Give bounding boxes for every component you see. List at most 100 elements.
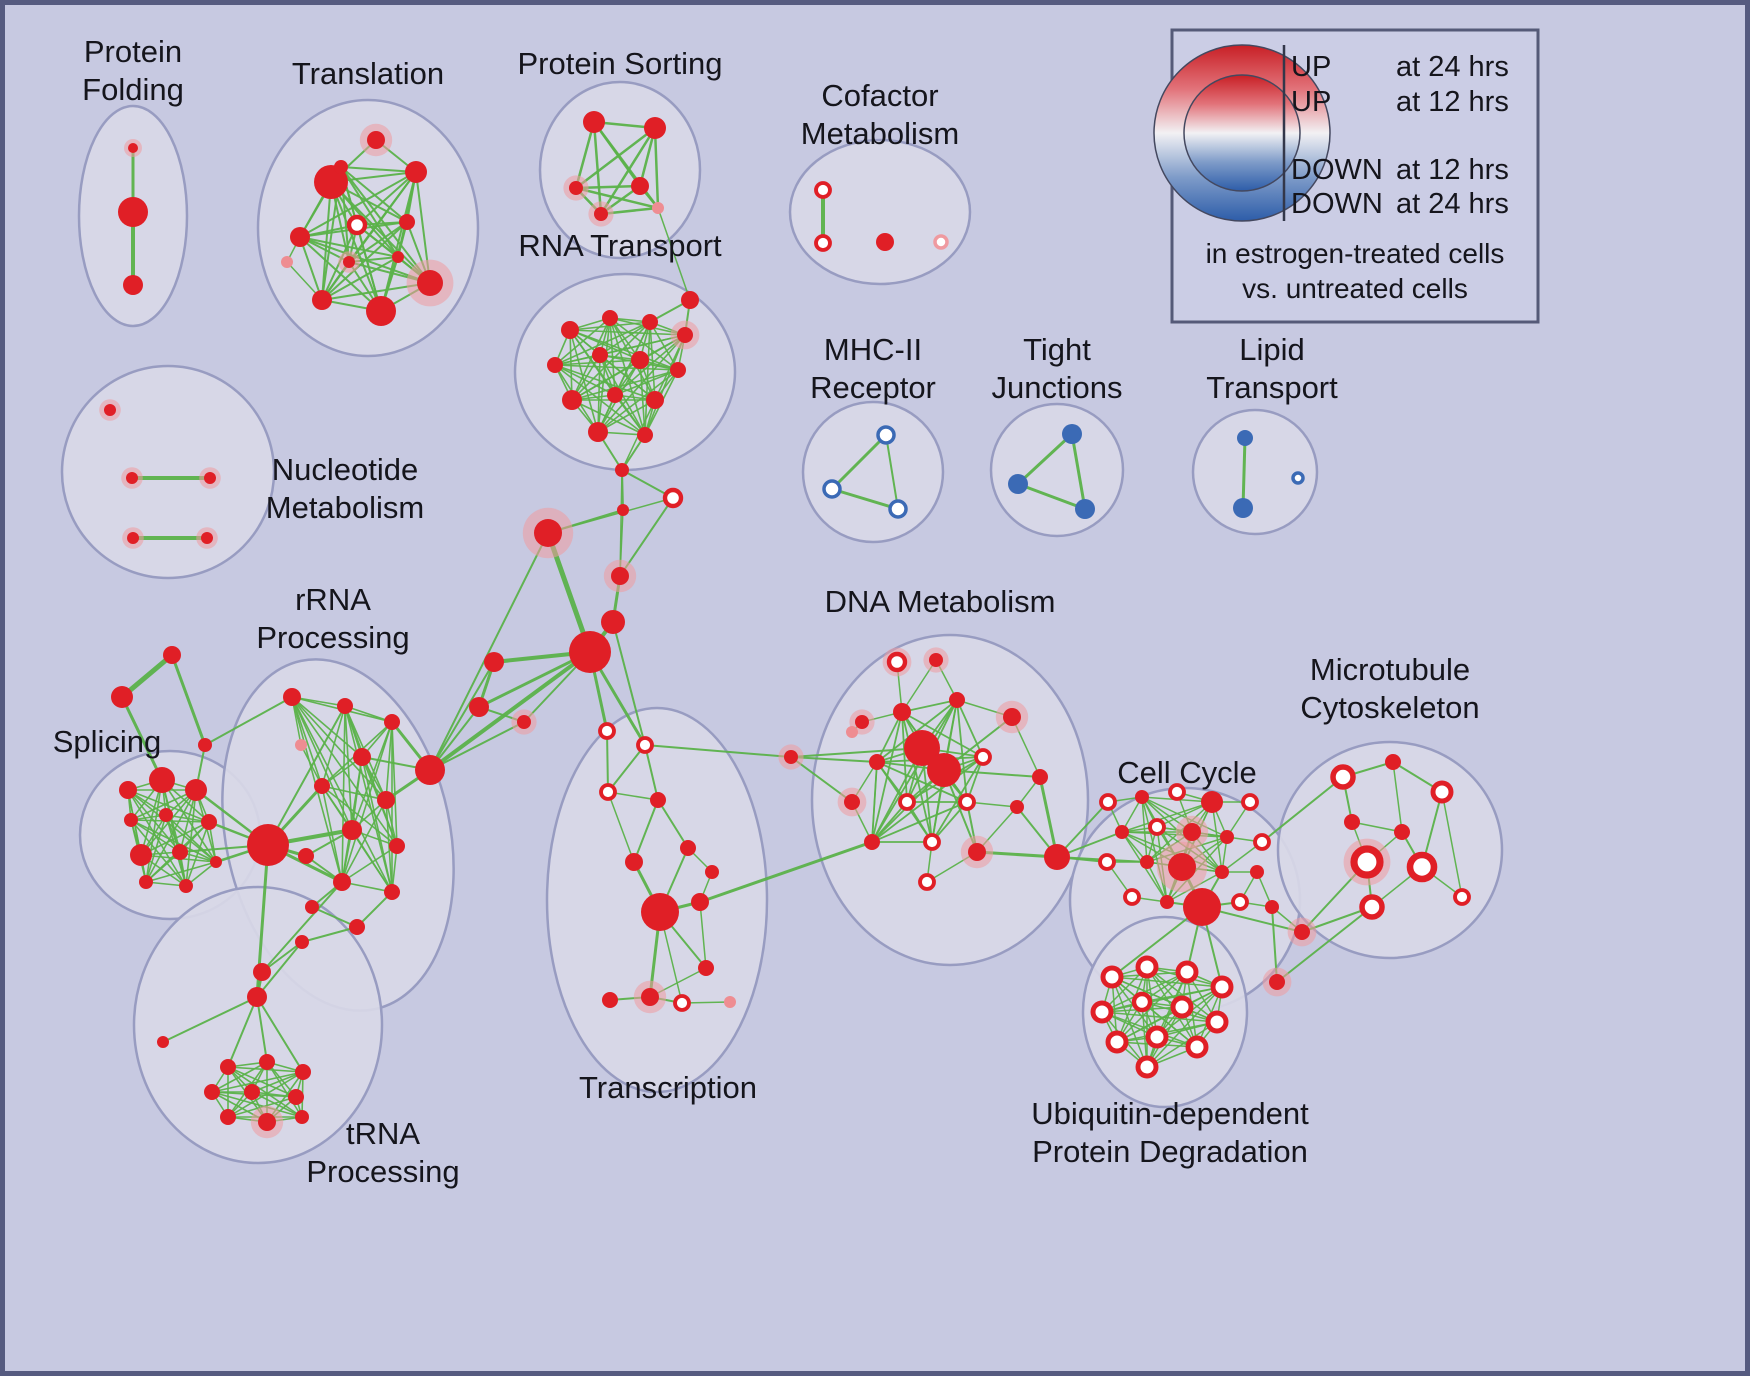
node-dmc <box>784 750 798 764</box>
node-nm3 <box>204 472 216 484</box>
node-mh2 <box>822 479 842 499</box>
cluster-label-microtubule-cytoskeleton: Microtubule <box>1310 652 1470 687</box>
cluster-label-translation: Translation <box>292 56 444 91</box>
node-tn7 <box>244 1084 260 1100</box>
node-tn5 <box>295 1064 311 1080</box>
node-hub2 <box>601 610 625 634</box>
node-cc1 <box>1099 793 1117 811</box>
node-ub4 <box>1210 975 1234 999</box>
node-nm2 <box>126 472 138 484</box>
node-sp5 <box>159 808 173 822</box>
edge <box>1261 776 1344 843</box>
edge <box>554 317 611 366</box>
edge <box>901 711 984 758</box>
node-dm6 <box>1003 708 1021 726</box>
edge <box>428 650 592 772</box>
edge <box>956 699 984 758</box>
node-cc3 <box>1168 783 1186 801</box>
node-pf2 <box>118 197 148 227</box>
node-rr17 <box>253 963 271 981</box>
edge <box>606 730 609 793</box>
legend-row-time-1: at 12 hrs <box>1396 86 1509 118</box>
node-cc21 <box>1294 924 1310 940</box>
node-tn2 <box>157 1036 169 1048</box>
node-t8 <box>366 296 396 326</box>
edge <box>204 696 293 746</box>
edge <box>299 236 399 258</box>
edge <box>341 799 387 883</box>
node-tr7 <box>691 893 709 911</box>
cluster-ellipse-cofactor-metabolism <box>788 138 972 286</box>
legend-inner-ring-12hrs <box>1183 74 1301 192</box>
node-rr7 <box>314 778 330 794</box>
node-dm8 <box>904 730 940 766</box>
node-cc12 <box>1140 855 1154 869</box>
edge <box>653 126 660 210</box>
node-cc5 <box>1241 793 1259 811</box>
node-t11 <box>281 256 293 268</box>
edge <box>267 705 346 846</box>
edge <box>356 171 417 226</box>
node-s3 <box>517 715 531 729</box>
node-cc15 <box>1250 865 1264 879</box>
node-tr12 <box>724 996 736 1008</box>
edge <box>227 1066 303 1118</box>
cluster-label-dna-metabolism: DNA Metabolism <box>825 584 1056 619</box>
edge <box>341 721 393 883</box>
edge <box>162 996 258 1043</box>
cluster-label-ubiquitin: Ubiquitin-dependent <box>1031 1096 1309 1131</box>
node-nm1 <box>104 404 116 416</box>
node-mc7 <box>1406 851 1438 883</box>
edge <box>644 744 792 758</box>
edge <box>348 171 417 263</box>
edge <box>321 785 398 847</box>
cluster-ellipse-mhc-ii-receptor <box>801 400 945 544</box>
node-dm17 <box>923 833 941 851</box>
cluster-ellipse-rna-transport <box>513 272 737 472</box>
cluster-label-protein-folding: Protein <box>84 34 182 69</box>
edge <box>599 321 651 356</box>
edge <box>145 861 217 883</box>
edge <box>554 321 651 366</box>
node-ccL <box>1044 844 1070 870</box>
node-rr13 <box>384 884 400 900</box>
edge <box>321 256 399 301</box>
cluster-ellipse-trna-processing <box>132 885 384 1165</box>
edge <box>607 744 646 793</box>
node-s4 <box>598 722 616 740</box>
node-spA <box>163 646 181 664</box>
edge <box>644 744 659 801</box>
node-cm3 <box>876 233 894 251</box>
edge <box>612 621 646 746</box>
edge <box>1111 906 1203 978</box>
edge <box>340 166 408 223</box>
edge <box>657 799 689 849</box>
node-lt2 <box>1233 498 1253 518</box>
legend-row-label-1: UP <box>1291 86 1331 118</box>
edge <box>571 369 679 401</box>
edge <box>790 747 923 758</box>
node-sp4 <box>124 813 138 827</box>
edge <box>1141 1001 1198 1048</box>
cluster-label-trna-processing: Processing <box>306 1154 459 1189</box>
edge <box>901 711 933 843</box>
edge <box>871 801 968 843</box>
node-mc8 <box>1359 894 1385 920</box>
node-cc20 <box>1265 900 1279 914</box>
edge <box>1101 971 1188 1013</box>
edge <box>340 166 417 173</box>
node-rt9 <box>562 390 582 410</box>
node-c1 <box>615 463 629 477</box>
node-cc7 <box>1148 818 1166 836</box>
legend-footer-line-1: vs. untreated cells <box>1242 273 1468 304</box>
node-rr14 <box>305 900 319 914</box>
edge <box>931 756 984 843</box>
node-rr5 <box>353 748 371 766</box>
edge <box>571 399 646 436</box>
node-ub7 <box>1170 995 1194 1019</box>
node-ub9 <box>1105 1030 1129 1054</box>
cluster-label-protein-sorting: Protein Sorting <box>517 46 722 81</box>
node-rr10 <box>389 838 405 854</box>
node-cc6 <box>1115 825 1129 839</box>
